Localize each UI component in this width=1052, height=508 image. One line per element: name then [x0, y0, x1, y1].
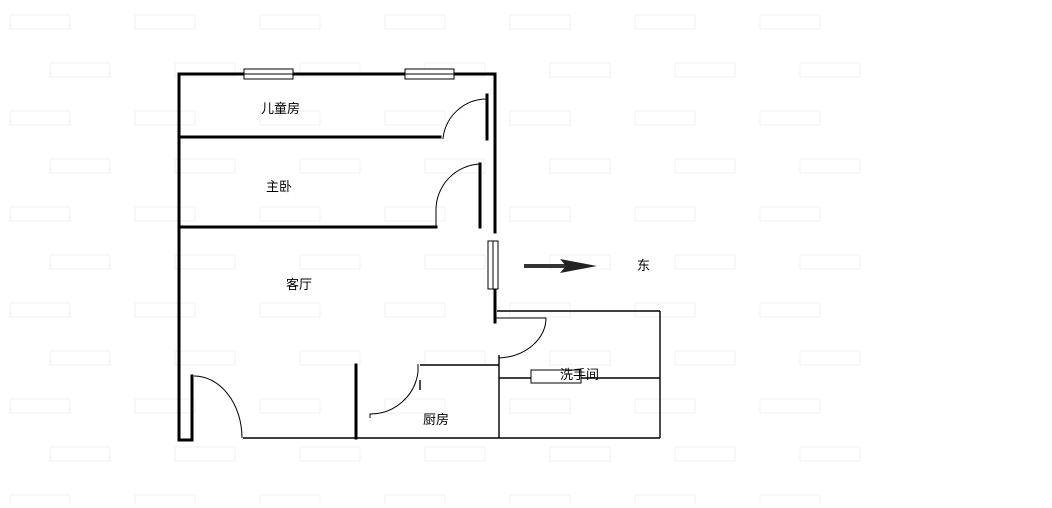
watermark-tile — [674, 254, 736, 270]
room-label-children: 儿童房 — [261, 101, 300, 117]
watermark-tile — [549, 62, 611, 78]
watermark-tile — [759, 206, 821, 222]
watermark-tile — [259, 398, 321, 414]
watermark-tile — [509, 14, 571, 30]
watermark-tile — [759, 14, 821, 30]
watermark-tile — [174, 158, 236, 174]
watermark-tile — [174, 350, 236, 366]
watermark-tile — [9, 206, 71, 222]
watermark-tile — [509, 302, 571, 318]
watermark-tile — [259, 14, 321, 30]
watermark-tile — [384, 110, 446, 126]
watermark-tile — [259, 110, 321, 126]
watermark-tile — [299, 254, 361, 270]
watermark-tile — [549, 350, 611, 366]
watermark-tile — [299, 446, 361, 462]
doors — [193, 95, 547, 439]
watermark-tile — [259, 494, 321, 508]
room-label-living: 客厅 — [286, 277, 312, 293]
watermark-tile — [799, 62, 861, 78]
watermark-tile — [634, 302, 696, 318]
watermark-tile — [259, 206, 321, 222]
entry-door-swing — [193, 375, 243, 439]
watermark-tile — [384, 302, 446, 318]
watermark-tile — [799, 158, 861, 174]
watermark-tile — [634, 110, 696, 126]
watermark-tile — [9, 398, 71, 414]
watermark-tile — [9, 110, 71, 126]
watermark-tile — [759, 302, 821, 318]
watermark-tile — [9, 494, 71, 508]
watermark-tile — [9, 14, 71, 30]
room-label-bathroom: 洗手间 — [560, 368, 599, 383]
watermark-tile — [634, 14, 696, 30]
watermark-tile — [174, 62, 236, 78]
watermark-tile — [424, 350, 486, 366]
watermark-tile — [509, 206, 571, 222]
walls — [177, 72, 661, 442]
watermark-tile — [674, 62, 736, 78]
watermark-pattern — [9, 14, 861, 508]
watermark-tile — [134, 494, 196, 508]
watermark-tile — [384, 206, 446, 222]
watermark-tile — [134, 110, 196, 126]
watermark-tile — [799, 446, 861, 462]
watermark-tile — [49, 62, 111, 78]
watermark-tile — [299, 158, 361, 174]
watermark-tile — [759, 398, 821, 414]
watermark-tile — [759, 110, 821, 126]
watermark-tile — [634, 398, 696, 414]
watermark-tile — [509, 494, 571, 508]
watermark-tile — [799, 350, 861, 366]
watermark-tile — [384, 494, 446, 508]
watermark-tile — [299, 62, 361, 78]
watermark-tile — [424, 254, 486, 270]
watermark-tile — [634, 494, 696, 508]
children-door-swing — [442, 95, 488, 140]
watermark-tile — [674, 158, 736, 174]
watermark-tile — [49, 350, 111, 366]
watermark-tile — [509, 398, 571, 414]
watermark-tile — [384, 14, 446, 30]
watermark-tile — [674, 446, 736, 462]
watermark-tile — [799, 254, 861, 270]
watermark-tile — [174, 446, 236, 462]
windows — [243, 68, 582, 384]
watermark-tile — [299, 350, 361, 366]
bathroom-door-swing — [496, 317, 547, 359]
master-door-swing — [435, 163, 481, 227]
watermark-tile — [384, 398, 446, 414]
watermark-tile — [134, 302, 196, 318]
watermark-tile — [549, 158, 611, 174]
watermark-tile — [634, 206, 696, 222]
watermark-tile — [759, 494, 821, 508]
arrow-head — [560, 259, 597, 273]
watermark-tile — [509, 110, 571, 126]
direction-arrow — [524, 259, 597, 273]
watermark-tile — [9, 302, 71, 318]
watermark-tile — [134, 398, 196, 414]
watermark-tile — [49, 254, 111, 270]
watermark-tile — [424, 446, 486, 462]
watermark-tile — [49, 158, 111, 174]
watermark-tile — [259, 302, 321, 318]
watermark-tile — [174, 254, 236, 270]
watermark-tile — [674, 350, 736, 366]
bathroom-window — [530, 369, 582, 384]
watermark-tile — [424, 158, 486, 174]
room-label-kitchen: 厨房 — [423, 412, 449, 428]
kitchen-door-swing — [369, 364, 419, 418]
watermark-tile — [134, 206, 196, 222]
watermark-tile — [49, 446, 111, 462]
room-label-master: 主卧 — [266, 180, 292, 195]
watermark-tile — [549, 446, 611, 462]
watermark-tile — [134, 14, 196, 30]
compass-label: 东 — [637, 259, 650, 274]
